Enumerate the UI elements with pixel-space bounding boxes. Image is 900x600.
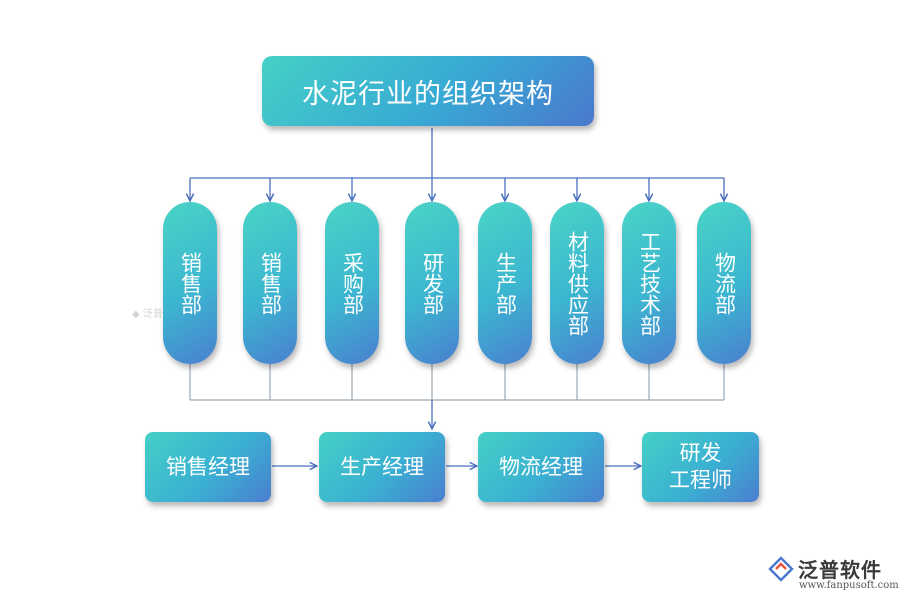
dept-rnd: 研发部 [405, 202, 459, 364]
faint-logo-watermark: ◆ 泛普 [132, 309, 163, 320]
role-label: 生产经理 [340, 454, 424, 479]
brand-url: www.fanpusoft.com [799, 580, 899, 591]
brand-watermark: 泛普软件 [768, 554, 882, 583]
dept-process-tech: 工艺技术部 [622, 202, 676, 364]
role-label-line-2: 工程师 [669, 468, 732, 492]
diagram-title: 水泥行业的组织架构 [262, 56, 594, 126]
role-label: 物流经理 [499, 454, 583, 479]
role-logistics-manager: 物流经理 [478, 432, 604, 502]
dept-purchasing: 采购部 [325, 202, 379, 364]
dept-logistics: 物流部 [697, 202, 751, 364]
role-label-line-1: 研发 [679, 441, 722, 465]
role-sales-manager: 销售经理 [145, 432, 271, 502]
dept-production: 生产部 [478, 202, 532, 364]
role-label: 销售经理 [166, 454, 250, 479]
dept-material-supply: 材料供应部 [550, 202, 604, 364]
role-production-manager: 生产经理 [319, 432, 445, 502]
connector-bottom-rises [189, 364, 725, 401]
dept-sales-1: 销售部 [163, 202, 217, 364]
role-rnd-engineer: 研发 工程师 [642, 432, 759, 502]
fanpu-logo-icon [768, 555, 794, 582]
dept-sales-2: 销售部 [243, 202, 297, 364]
brand-name: 泛普软件 [798, 558, 882, 582]
